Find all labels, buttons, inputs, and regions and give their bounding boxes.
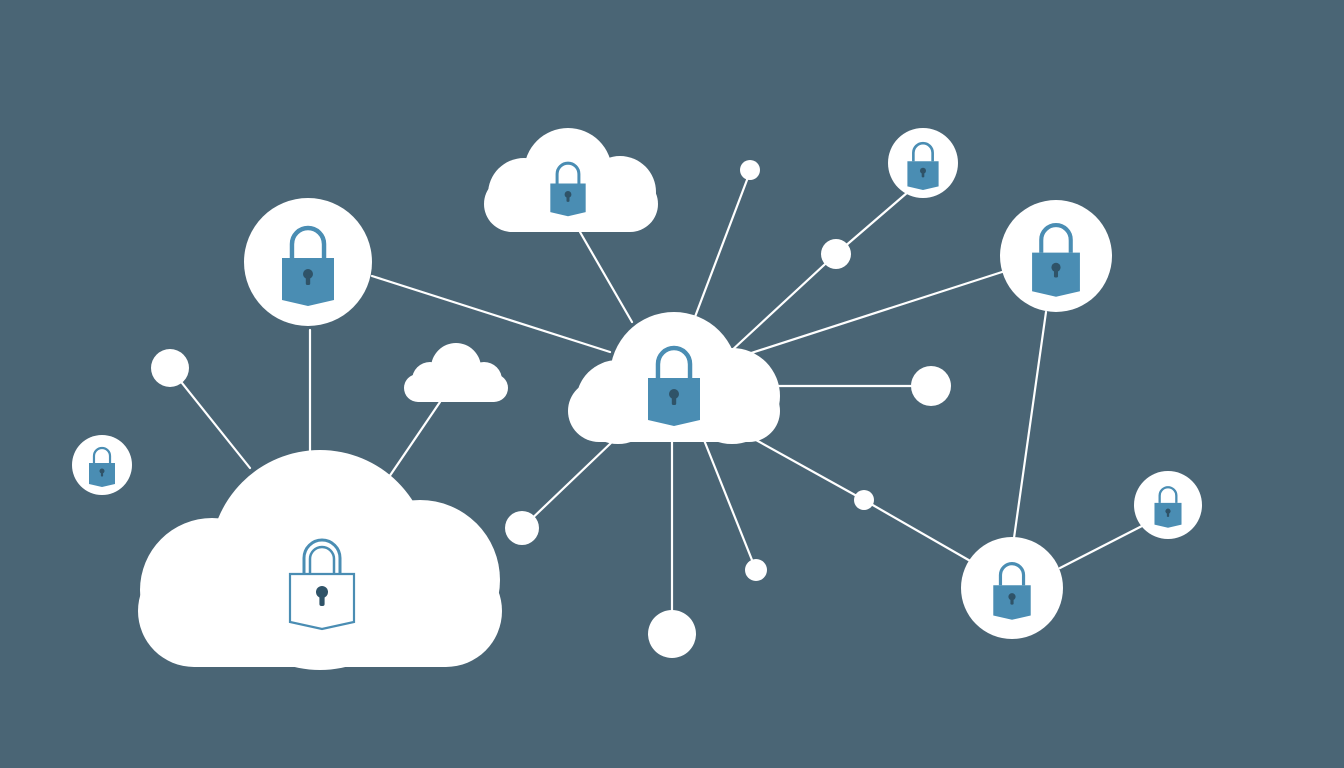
network-node (1134, 471, 1202, 539)
network-node-dot (505, 511, 539, 545)
network-node-dot (821, 239, 851, 269)
connector (834, 190, 910, 256)
network-node-dot (740, 160, 760, 180)
connector (370, 274, 612, 354)
network-node-dot (151, 349, 189, 387)
cloud-icon (404, 343, 508, 402)
network-node (961, 537, 1063, 639)
connector (862, 498, 974, 564)
network-node-dot (745, 559, 767, 581)
connector (702, 438, 758, 572)
connector-lines (168, 170, 1144, 634)
connector (168, 366, 252, 470)
network-node (888, 128, 958, 198)
connector (740, 270, 1004, 358)
network-node (72, 435, 132, 495)
connector (520, 440, 614, 530)
network-dots (151, 160, 951, 658)
network-node-dot (911, 366, 951, 406)
connector (688, 170, 752, 332)
connector (728, 252, 838, 354)
network-node-dot (648, 610, 696, 658)
connector (1012, 310, 1048, 540)
network-node-dot (854, 490, 874, 510)
connector (1058, 524, 1144, 570)
network-node (244, 198, 372, 326)
connector (578, 230, 634, 324)
connector (754, 438, 866, 502)
network-node (1000, 200, 1112, 312)
